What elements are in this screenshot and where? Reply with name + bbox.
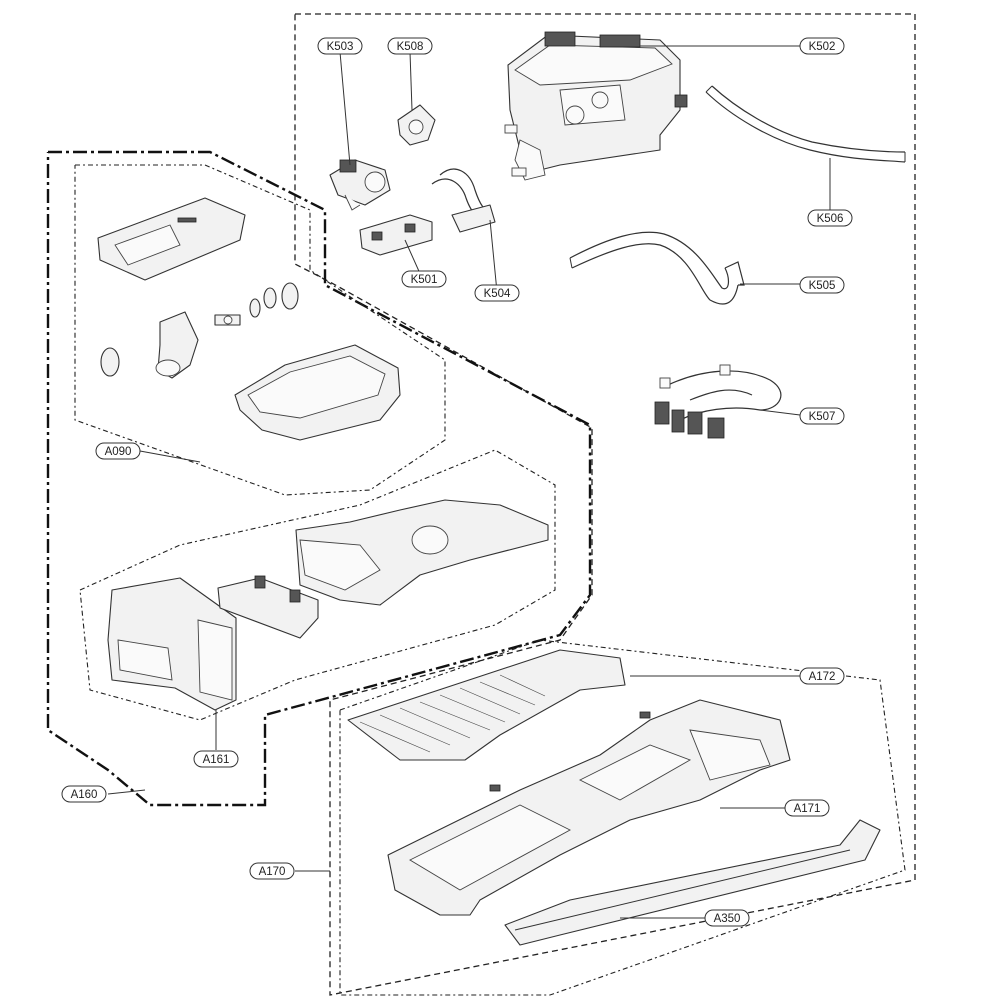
label-a090-text: A090 bbox=[105, 446, 132, 458]
elbow-hose bbox=[431, 168, 496, 233]
drawer-guide-grille bbox=[347, 649, 626, 761]
label-k508-text: K508 bbox=[397, 41, 424, 53]
o-rings bbox=[249, 282, 299, 318]
label-a160-text: A160 bbox=[71, 789, 98, 801]
label-k504-text: K504 bbox=[484, 288, 511, 300]
dispenser-drawer-body bbox=[295, 499, 549, 606]
label-k505: K505 bbox=[799, 276, 845, 294]
drain-hose-long bbox=[705, 85, 906, 163]
label-k505-text: K505 bbox=[809, 280, 836, 292]
mounting-bracket bbox=[359, 214, 433, 256]
label-k508: K508 bbox=[387, 37, 433, 55]
hose-clamp bbox=[397, 104, 436, 146]
label-k503: K503 bbox=[317, 37, 363, 55]
inlet-hose-curved bbox=[569, 231, 745, 305]
label-k502: K502 bbox=[799, 37, 845, 55]
label-a171: A171 bbox=[784, 799, 830, 817]
small-ring bbox=[100, 347, 120, 377]
label-a172-text: A172 bbox=[809, 671, 836, 683]
label-a350: A350 bbox=[704, 909, 750, 927]
label-k506-text: K506 bbox=[817, 213, 844, 225]
label-k502-text: K502 bbox=[809, 41, 836, 53]
label-k506: K506 bbox=[807, 209, 853, 227]
wire-harness bbox=[654, 364, 782, 439]
leader-lines bbox=[107, 45, 831, 919]
water-tank-assembly bbox=[504, 31, 688, 181]
drawer-handle-cover bbox=[217, 575, 319, 639]
label-a161: A161 bbox=[193, 750, 239, 768]
label-a090: A090 bbox=[95, 442, 141, 460]
label-a350-text: A350 bbox=[714, 913, 741, 925]
group-boundary-k500 bbox=[294, 13, 916, 996]
solenoid-valve bbox=[329, 159, 391, 211]
label-k504: K504 bbox=[474, 284, 520, 302]
nozzle-connector bbox=[214, 314, 241, 326]
label-a170-text: A170 bbox=[259, 866, 286, 878]
label-a170: A170 bbox=[249, 862, 295, 880]
label-a161-text: A161 bbox=[203, 754, 230, 766]
label-k501: K501 bbox=[401, 270, 447, 288]
label-a172: A172 bbox=[799, 667, 845, 685]
detergent-tray bbox=[234, 344, 401, 441]
label-a160: A160 bbox=[61, 785, 107, 803]
label-k507-text: K507 bbox=[809, 411, 836, 423]
detergent-cup-lid bbox=[97, 197, 246, 281]
drawer-front-panel bbox=[107, 577, 237, 711]
label-k503-text: K503 bbox=[327, 41, 354, 53]
label-k507: K507 bbox=[799, 407, 845, 425]
support-rail bbox=[504, 819, 881, 946]
dispenser-housing bbox=[387, 699, 791, 916]
group-boundary-a090 bbox=[74, 164, 446, 496]
group-boundary-a161 bbox=[79, 449, 556, 721]
label-k501-text: K501 bbox=[411, 274, 438, 286]
label-a171-text: A171 bbox=[794, 803, 821, 815]
siphon-cap bbox=[155, 311, 199, 379]
group-boundary-a160 bbox=[46, 150, 592, 807]
group-boundary-a170 bbox=[339, 639, 906, 996]
